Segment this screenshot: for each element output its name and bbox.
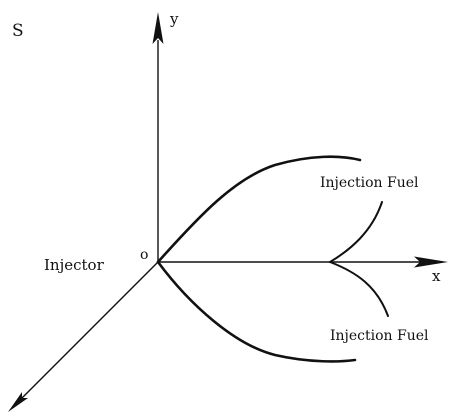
y-axis-arrowhead xyxy=(152,12,164,44)
origin-label: o xyxy=(140,247,148,263)
lower-injection-fuel-label: Injection Fuel xyxy=(330,328,429,344)
upper-spray-boundary xyxy=(156,155,362,264)
injector-label: Injector xyxy=(44,256,105,274)
lower-fuel-jet-branch xyxy=(329,261,389,317)
x-axis-label: x xyxy=(432,267,441,285)
y-axis-label: y xyxy=(169,10,179,28)
corner-label: S xyxy=(12,21,24,41)
lower-spray-boundary xyxy=(156,260,357,363)
upper-injection-fuel-label: Injection Fuel xyxy=(320,175,419,191)
z-axis xyxy=(19,261,159,401)
upper-fuel-jet-branch xyxy=(329,201,383,263)
z-axis-arrowhead xyxy=(8,392,28,412)
x-axis-arrowhead xyxy=(414,256,448,268)
